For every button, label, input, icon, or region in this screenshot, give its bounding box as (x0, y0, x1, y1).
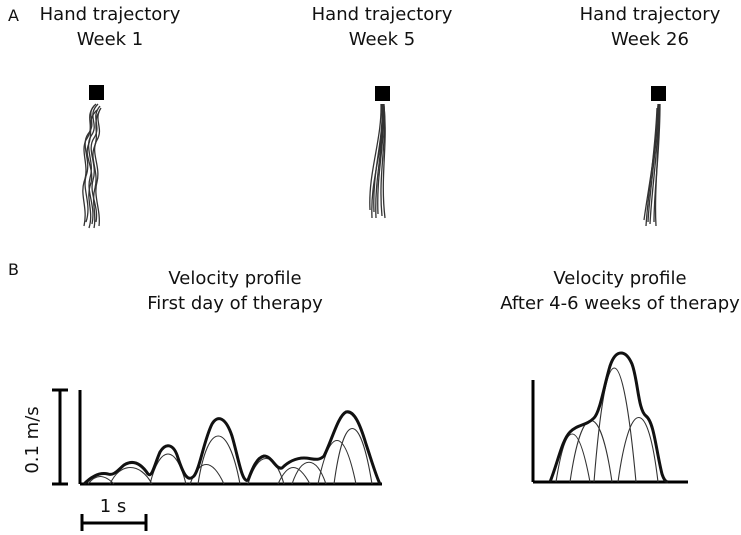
week1-subtitle: Week 1 (76, 29, 144, 50)
week26-subtitle: Week 26 (611, 29, 689, 50)
week5-title-block: Hand trajectory Week 5 (282, 2, 482, 52)
velocity-scale-label: 0.1 m/s (22, 406, 43, 473)
velocity-left-title-block: Velocity profile First day of therapy (110, 266, 360, 316)
panel-a-letter: A (8, 6, 19, 25)
time-scale-label: 1 s (100, 496, 127, 517)
week5-target-square (375, 86, 390, 101)
velocity-right-title-block: Velocity profile After 4-6 weeks of ther… (490, 266, 741, 316)
panel-b-letter: B (8, 260, 19, 279)
week5-subtitle: Week 5 (348, 29, 416, 50)
week26-title: Hand trajectory (579, 4, 721, 25)
week26-title-block: Hand trajectory Week 26 (550, 2, 741, 52)
week1-target-square (89, 85, 104, 100)
velocity-right-subtitle: After 4-6 weeks of therapy (500, 293, 740, 314)
week26-target-square (651, 86, 666, 101)
week5-title: Hand trajectory (311, 4, 453, 25)
velocity-right-chart (531, 351, 688, 484)
velocity-left-subtitle: First day of therapy (147, 293, 323, 314)
week5-trajectory (369, 86, 390, 219)
velocity-left-title: Velocity profile (168, 268, 302, 289)
week1-trajectory (82, 85, 104, 229)
velocity-left-chart: 0.1 m/s 1 s (22, 388, 382, 531)
velocity-right-title: Velocity profile (553, 268, 687, 289)
week1-title: Hand trajectory (39, 4, 181, 25)
week26-trajectory (643, 86, 666, 227)
week1-title-block: Hand trajectory Week 1 (10, 2, 210, 52)
